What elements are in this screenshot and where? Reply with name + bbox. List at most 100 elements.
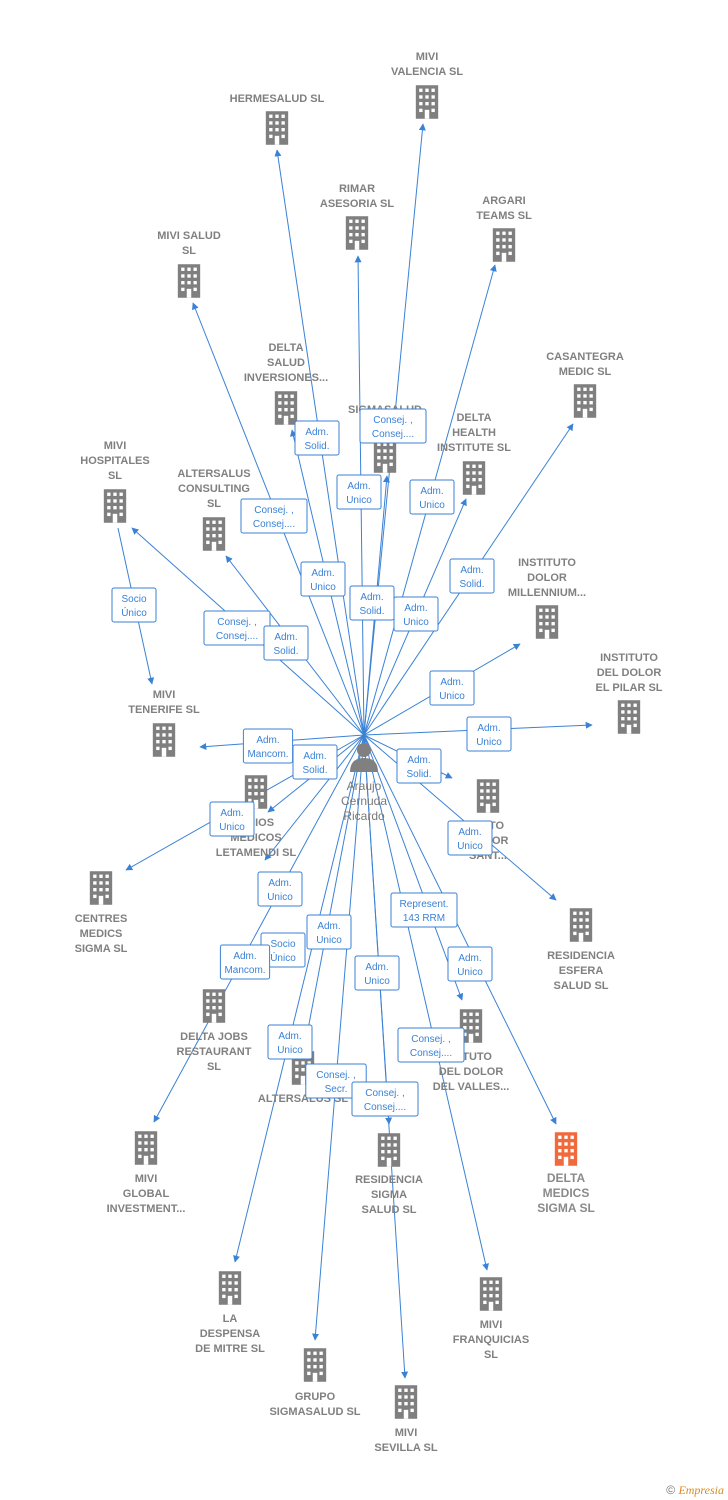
company-label[interactable]: SL <box>108 470 122 482</box>
company-node-residencia_sigma[interactable]: RESIDENCIA SIGMA SALUD SL <box>355 1133 423 1216</box>
building-icon[interactable] <box>274 391 298 425</box>
role-label-r17[interactable]: Adm.Solid. <box>396 748 442 784</box>
person-label[interactable]: Araujo <box>347 779 382 793</box>
company-label[interactable]: CENTRES <box>75 913 128 925</box>
role-label-r1[interactable]: Adm.Solid. <box>294 420 340 456</box>
building-icon[interactable] <box>569 908 593 942</box>
company-label[interactable]: SL <box>182 245 196 257</box>
company-label[interactable]: CASANTEGRA <box>546 351 624 363</box>
company-label[interactable]: DESPENSA <box>200 1328 261 1340</box>
company-label[interactable]: DELTA JOBS <box>180 1031 248 1043</box>
company-node-instituto_millennium[interactable]: INSTITUTODOLORMILLENNIUM... <box>508 557 586 639</box>
role-label-r14[interactable]: Adm.Unico <box>466 716 512 752</box>
company-label[interactable]: SIGMA SL <box>537 1201 595 1215</box>
role-label-r9[interactable]: Adm.Solid. <box>349 585 395 621</box>
company-node-mivi_hospitales[interactable]: MIVI HOSPITALES SL <box>80 440 150 523</box>
role-label-r28[interactable]: Adm.Unico <box>267 1024 313 1060</box>
company-label[interactable]: SALUD <box>267 357 305 369</box>
role-label-r20[interactable]: Adm.Unico <box>257 871 303 907</box>
building-icon[interactable] <box>535 605 559 639</box>
company-label[interactable]: DEL VALLES... <box>433 1081 510 1093</box>
building-icon[interactable] <box>265 111 289 145</box>
role-label-r27[interactable]: Consej. ,Consej.... <box>397 1027 465 1063</box>
company-label[interactable]: MIVI <box>135 1173 158 1185</box>
company-label[interactable]: DE MITRE SL <box>195 1343 265 1355</box>
company-label[interactable]: GRUPO <box>295 1391 336 1403</box>
building-icon[interactable] <box>476 779 500 813</box>
company-label[interactable]: RESIDENCIA <box>547 950 615 962</box>
company-label[interactable]: DELTA <box>268 342 303 354</box>
building-icon[interactable] <box>462 461 486 495</box>
company-label[interactable]: DEL DOLOR <box>597 667 662 679</box>
building-icon[interactable] <box>134 1131 158 1165</box>
building-icon[interactable] <box>573 384 597 418</box>
company-label[interactable]: SIGMA SL <box>75 943 128 955</box>
role-label-r29[interactable]: Consej. ,Secr. <box>305 1063 367 1099</box>
role-label-r22[interactable]: Adm.Unico <box>306 914 352 950</box>
building-icon[interactable] <box>345 216 369 250</box>
building-icon[interactable] <box>202 517 226 551</box>
company-node-centres_medics[interactable]: CENTRES MEDICS SIGMA SL <box>75 871 128 955</box>
company-label[interactable]: LA <box>223 1313 238 1325</box>
company-label[interactable]: SIGMA <box>371 1189 407 1201</box>
company-label[interactable]: MEDICS <box>543 1186 590 1200</box>
role-label-r4[interactable]: Adm.Unico <box>409 479 455 515</box>
company-label[interactable]: MIVI <box>104 440 127 452</box>
company-label[interactable]: INSTITUTO <box>600 652 658 664</box>
building-icon[interactable] <box>394 1385 418 1419</box>
company-label[interactable]: MEDICS <box>80 928 123 940</box>
role-label-r24[interactable]: Adm.Mancom. <box>219 944 271 980</box>
company-label[interactable]: MEDIC SL <box>559 366 612 378</box>
role-label-r25[interactable]: Adm.Unico <box>354 955 400 991</box>
company-label[interactable]: MIVI SALUD <box>157 230 221 242</box>
company-label[interactable]: EL PILAR SL <box>595 682 662 694</box>
building-icon[interactable] <box>103 489 127 523</box>
company-label[interactable]: TEAMS SL <box>476 210 532 222</box>
company-node-mivi_salud[interactable]: MIVI SALUD SL <box>157 230 221 298</box>
company-label[interactable]: RESIDENCIA <box>355 1174 423 1186</box>
company-node-delta_salud_inv[interactable]: DELTASALUDINVERSIONES... <box>244 342 328 425</box>
building-icon[interactable] <box>617 700 641 734</box>
company-node-casantegra[interactable]: CASANTEGRA MEDIC SL <box>546 351 624 418</box>
company-label[interactable]: MIVI <box>416 51 439 63</box>
company-label[interactable]: TENERIFE SL <box>128 704 200 716</box>
company-label[interactable]: DOLOR <box>527 572 567 584</box>
role-label-r2[interactable]: Consej. ,Consej.... <box>359 408 427 444</box>
role-label-r7[interactable]: Adm.Solid. <box>449 558 495 594</box>
role-label-r10[interactable]: Adm.Unico <box>393 596 439 632</box>
company-label[interactable]: MIVI <box>480 1319 503 1331</box>
role-label-r21[interactable]: Represent.143 RRM <box>390 892 458 928</box>
company-label[interactable]: RIMAR <box>339 183 375 195</box>
person-icon[interactable] <box>350 743 378 772</box>
company-label[interactable]: VALENCIA SL <box>391 66 463 78</box>
brand-logo[interactable]: Empresia <box>678 1483 724 1497</box>
role-label-r26[interactable]: Adm.Unico <box>447 946 493 982</box>
company-node-instituto_pilar[interactable]: INSTITUTO DEL DOLOR EL PILAR SL <box>595 652 663 734</box>
company-label[interactable]: MIVI <box>395 1427 418 1439</box>
company-label[interactable]: HEALTH <box>452 427 496 439</box>
company-label[interactable]: HOSPITALES <box>80 455 149 467</box>
highlighted-building-icon[interactable] <box>554 1132 578 1166</box>
role-label-r30[interactable]: Consej. ,Consej.... <box>351 1081 419 1117</box>
company-label[interactable]: SALUD SL <box>362 1204 417 1216</box>
building-icon[interactable] <box>303 1348 327 1382</box>
company-label[interactable]: SL <box>207 1061 221 1073</box>
role-label-r19[interactable]: Adm.Unico <box>447 820 493 856</box>
building-icon[interactable] <box>373 439 397 473</box>
role-label-r3[interactable]: Adm.Unico <box>336 474 382 510</box>
company-label[interactable]: ARGARI <box>482 195 525 207</box>
company-label[interactable]: LETAMENDI SL <box>216 847 297 859</box>
company-label[interactable]: SL <box>484 1349 498 1361</box>
company-node-mivi_global[interactable]: MIVIGLOBALINVESTMENT... <box>107 1131 186 1215</box>
role-label-r6[interactable]: Adm.Unico <box>300 561 346 597</box>
company-label[interactable]: SALUD SL <box>554 980 609 992</box>
